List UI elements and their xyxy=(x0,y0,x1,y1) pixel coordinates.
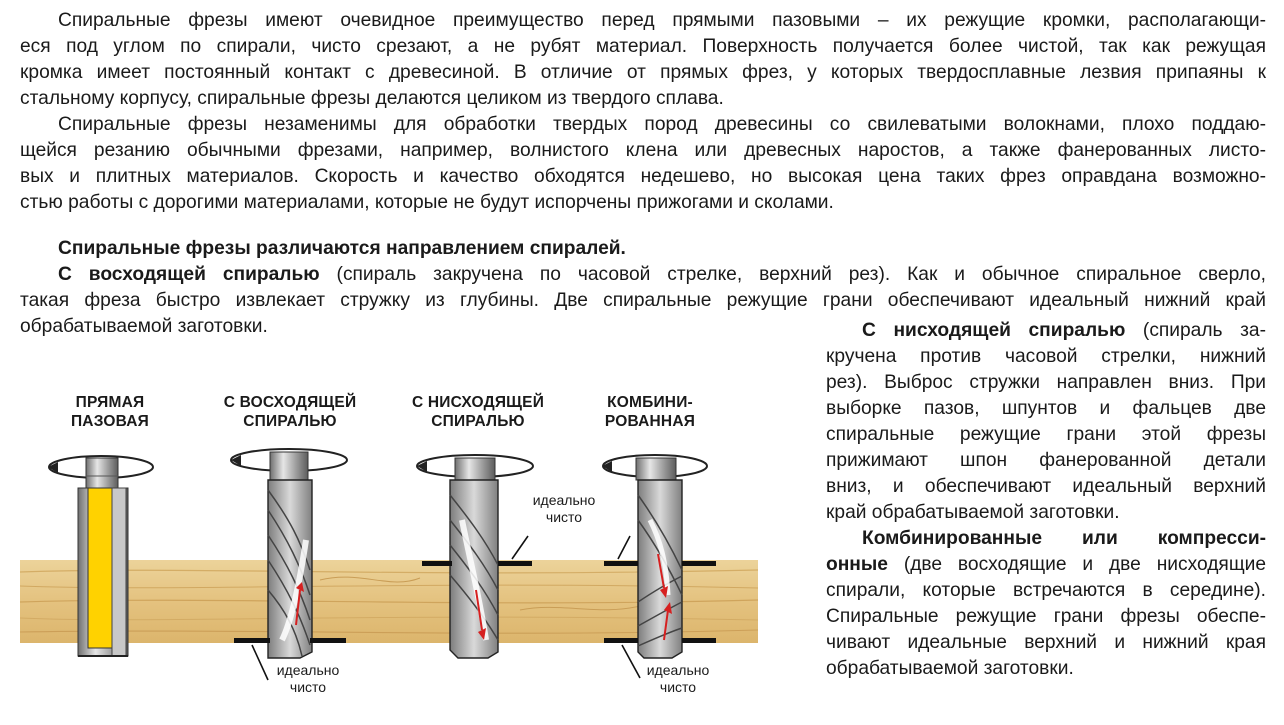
text-line: обрабатываемой заготовки. xyxy=(826,658,1074,679)
note-line: чисто xyxy=(545,509,583,525)
text-line: кручена против часовой стрелки, нижний xyxy=(826,346,1266,367)
text-line: Спиральные режущие грани фрезы обеспе- xyxy=(826,606,1266,627)
text-line: обрабатываемой заготовки. xyxy=(20,316,268,337)
text-line: Спиральные фрезы незаменимы для обработк… xyxy=(58,114,1266,135)
label-line: КОМБИНИ- xyxy=(607,394,693,411)
upcut-term: С восходящей спиралью xyxy=(58,264,320,285)
text-line: спиральные режущие грани этой фрезы xyxy=(826,424,1266,445)
text-line: стальному корпусу, спиральные фрезы дела… xyxy=(20,88,724,109)
text-line: еся под углом по спирали, чисто срезают,… xyxy=(20,36,1266,57)
text-line: рез). Выброс стружки направлен вниз. При xyxy=(826,372,1266,393)
label-line: ПАЗОВАЯ xyxy=(70,413,150,430)
text-line: Спиральные фрезы имеют очевидное преимущ… xyxy=(58,10,1266,31)
label-line: СПИРАЛЬЮ xyxy=(243,413,337,430)
downcut-bit xyxy=(416,454,534,659)
text-line: С восходящей спиралью (спираль закручена… xyxy=(20,262,1266,288)
text-line: вниз, и обеспечивают идеальный верхний xyxy=(826,476,1266,497)
compression-term-end: онные xyxy=(826,554,888,575)
label-line: РОВАННАЯ xyxy=(604,413,696,430)
text-line: спирали, которые встречаются в середине)… xyxy=(826,580,1266,601)
text-line: чивают идеальные верхний и нижний края xyxy=(826,632,1266,653)
label-downcut: С НИСХОДЯЩЕЙ СПИРАЛЬЮ xyxy=(388,393,568,431)
note-upcut: идеально чисто xyxy=(258,662,358,696)
router-bits-diagram xyxy=(19,448,759,681)
text-span: (две восходящие и две нисходящие xyxy=(887,554,1266,575)
note-line: идеально xyxy=(646,662,710,678)
note-line: идеально xyxy=(276,662,340,678)
label-line: С ВОСХОДЯЩЕЙ xyxy=(223,394,357,411)
label-line: СПИРАЛЬЮ xyxy=(431,413,525,430)
text-line: щейся резанию обычными фрезами, например… xyxy=(20,140,1266,161)
text-line: такая фреза быстро извлекает стружку из … xyxy=(20,290,1266,311)
label-combo: КОМБИНИ- РОВАННАЯ xyxy=(585,393,715,431)
text-line: край обрабатываемой заготовки. xyxy=(826,502,1120,523)
text-line: вых и плитных материалов. Скорость и кач… xyxy=(20,166,1266,187)
compression-bit xyxy=(602,454,716,679)
note-downcut: идеально чисто xyxy=(514,492,614,526)
label-upcut: С ВОСХОДЯЩЕЙ СПИРАЛЬЮ xyxy=(200,393,380,431)
compression-term: Комбинированные или компресси- xyxy=(862,528,1266,549)
note-line: чисто xyxy=(659,679,697,695)
text-span: (спираль закручена по часовой стрелке, в… xyxy=(319,264,1266,285)
text-line: выборке пазов, шпунтов и фальцев две xyxy=(826,398,1266,419)
text-line: прижимают шпон фанерованной детали xyxy=(826,450,1266,471)
text-line: онные (две восходящие и две нисходящие xyxy=(826,552,1266,578)
label-line: С НИСХОДЯЩЕЙ xyxy=(411,394,545,411)
straight-bit xyxy=(48,455,154,657)
text-line: стью работы с дорогими материалами, кото… xyxy=(20,192,834,213)
note-line: идеально xyxy=(532,492,596,508)
note-combo: идеально чисто xyxy=(628,662,728,696)
upcut-bit xyxy=(230,448,348,681)
text-line: С нисходящей спиралью (спираль за- xyxy=(826,318,1266,344)
note-line: чисто xyxy=(289,679,327,695)
text-span: (спираль за- xyxy=(1125,320,1266,341)
section-heading: Спиральные фрезы различаются направление… xyxy=(58,238,626,259)
label-straight: ПРЯМАЯ ПАЗОВАЯ xyxy=(40,393,180,431)
text-line: кромка имеет постоянный контакт с древес… xyxy=(20,62,1266,83)
downcut-term: С нисходящей спиралью xyxy=(862,320,1126,341)
label-line: ПРЯМАЯ xyxy=(75,394,145,411)
wood-board xyxy=(19,560,759,643)
